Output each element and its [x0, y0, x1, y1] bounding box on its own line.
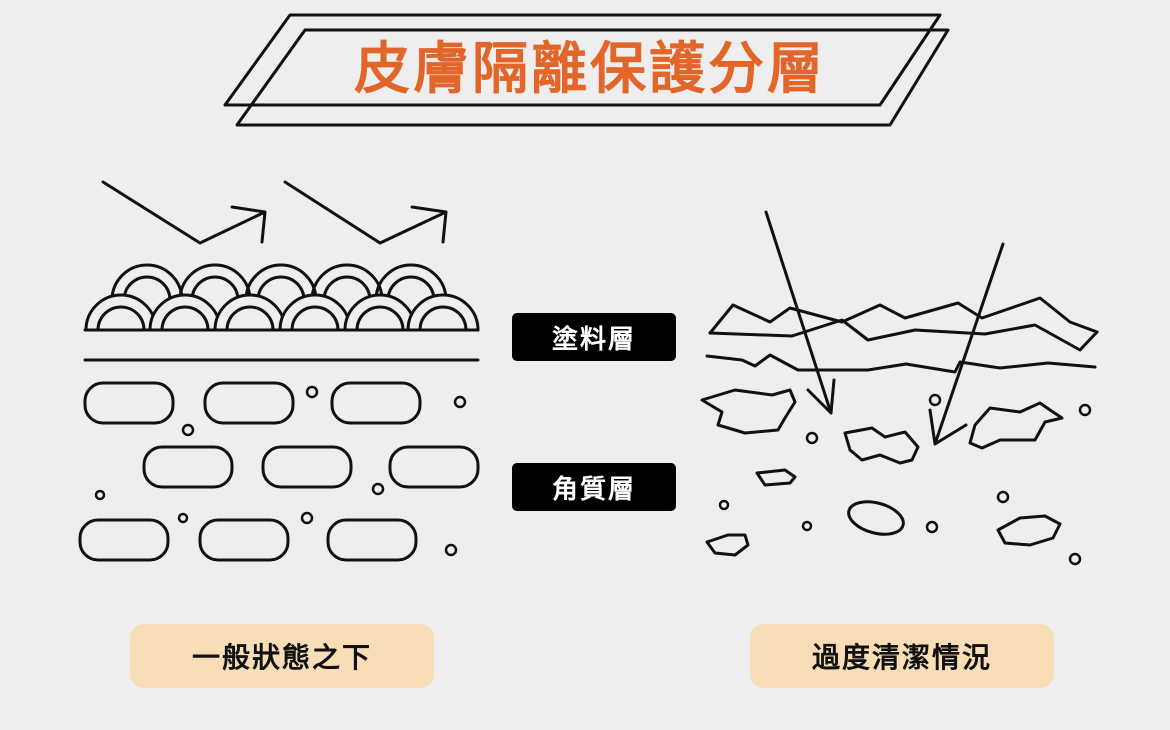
- deflected-arrow-left: [101, 180, 267, 245]
- coating-layer-label: 塗料層: [512, 313, 676, 361]
- stratum-corneum-label: 角質層: [512, 463, 676, 511]
- over-cleansed-state-label: 過度清潔情況: [750, 624, 1054, 688]
- title-banner-frame: [223, 13, 950, 127]
- lipid-dots-right: [718, 393, 1092, 566]
- damaged-coating-layer: [708, 296, 1099, 352]
- normal-state-label: 一般狀態之下: [130, 624, 434, 688]
- penetrating-arrow-right: [928, 242, 1005, 446]
- corneocyte-bricks: [78, 381, 480, 562]
- deflected-arrow-right: [283, 180, 448, 245]
- damaged-corneocytes: [700, 388, 1064, 557]
- page-title: 皮膚隔離保護分層: [354, 36, 826, 102]
- coating-layer-scales: [83, 263, 480, 332]
- penetrating-arrow-left: [764, 210, 836, 415]
- lipid-dots-left: [94, 385, 467, 557]
- damaged-surface-line: [705, 353, 1097, 374]
